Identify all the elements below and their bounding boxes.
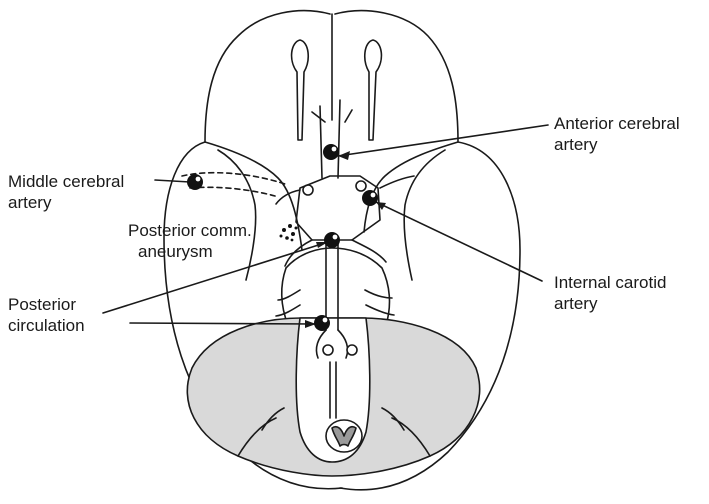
left-vertebral-lumen bbox=[323, 345, 333, 355]
middle-cerebral-course-inner bbox=[190, 187, 275, 196]
label-middle-cerebral-line2: artery bbox=[8, 192, 124, 213]
label-posterior-circulation: Posterior circulation bbox=[8, 294, 85, 336]
right-olfactory-bulb bbox=[365, 40, 382, 140]
right-internal-carotid bbox=[380, 176, 414, 188]
basilar-artery bbox=[326, 244, 338, 330]
label-internal-carotid-line2: artery bbox=[554, 293, 666, 314]
label-posterior-circulation-line2: circulation bbox=[8, 315, 85, 336]
leader-posterior-circulation-lower bbox=[130, 323, 316, 324]
label-anterior-cerebral-line1: Anterior cerebral bbox=[554, 113, 680, 134]
aneurysm-marker-internal-carotid bbox=[362, 190, 378, 206]
aneurysm-marker-posterior-circulation bbox=[314, 315, 330, 331]
label-internal-carotid-artery: Internal carotid artery bbox=[554, 272, 666, 314]
aneurysm-marker-posterior-comm bbox=[324, 232, 340, 248]
label-anterior-cerebral-line2: artery bbox=[554, 134, 680, 155]
aneurysm-marker-middle-cerebral bbox=[187, 174, 203, 190]
right-carotid-lumen bbox=[356, 181, 366, 191]
ruptured-aneurysm-icon bbox=[280, 224, 298, 241]
label-anterior-cerebral-artery: Anterior cerebral artery bbox=[554, 113, 680, 155]
label-middle-cerebral-artery: Middle cerebral artery bbox=[8, 171, 124, 213]
left-olfactory-bulb bbox=[292, 40, 309, 140]
label-posterior-comm-line2: aneurysm bbox=[128, 241, 252, 262]
label-posterior-comm-aneurysm: Posterior comm. aneurysm bbox=[128, 220, 252, 262]
aneurysm-marker-anterior-cerebral bbox=[323, 144, 339, 160]
label-middle-cerebral-line1: Middle cerebral bbox=[8, 171, 124, 192]
right-vertebral-lumen bbox=[347, 345, 357, 355]
leader-middle-cerebral bbox=[155, 180, 190, 182]
right-temporal-tip bbox=[404, 150, 445, 280]
label-internal-carotid-line1: Internal carotid bbox=[554, 272, 666, 293]
label-posterior-comm-line1: Posterior comm. bbox=[128, 220, 252, 241]
left-carotid-lumen bbox=[303, 185, 313, 195]
label-posterior-circulation-line1: Posterior bbox=[8, 294, 85, 315]
right-posterior-cerebral bbox=[352, 240, 386, 262]
arrowhead-anterior-cerebral bbox=[338, 151, 350, 160]
